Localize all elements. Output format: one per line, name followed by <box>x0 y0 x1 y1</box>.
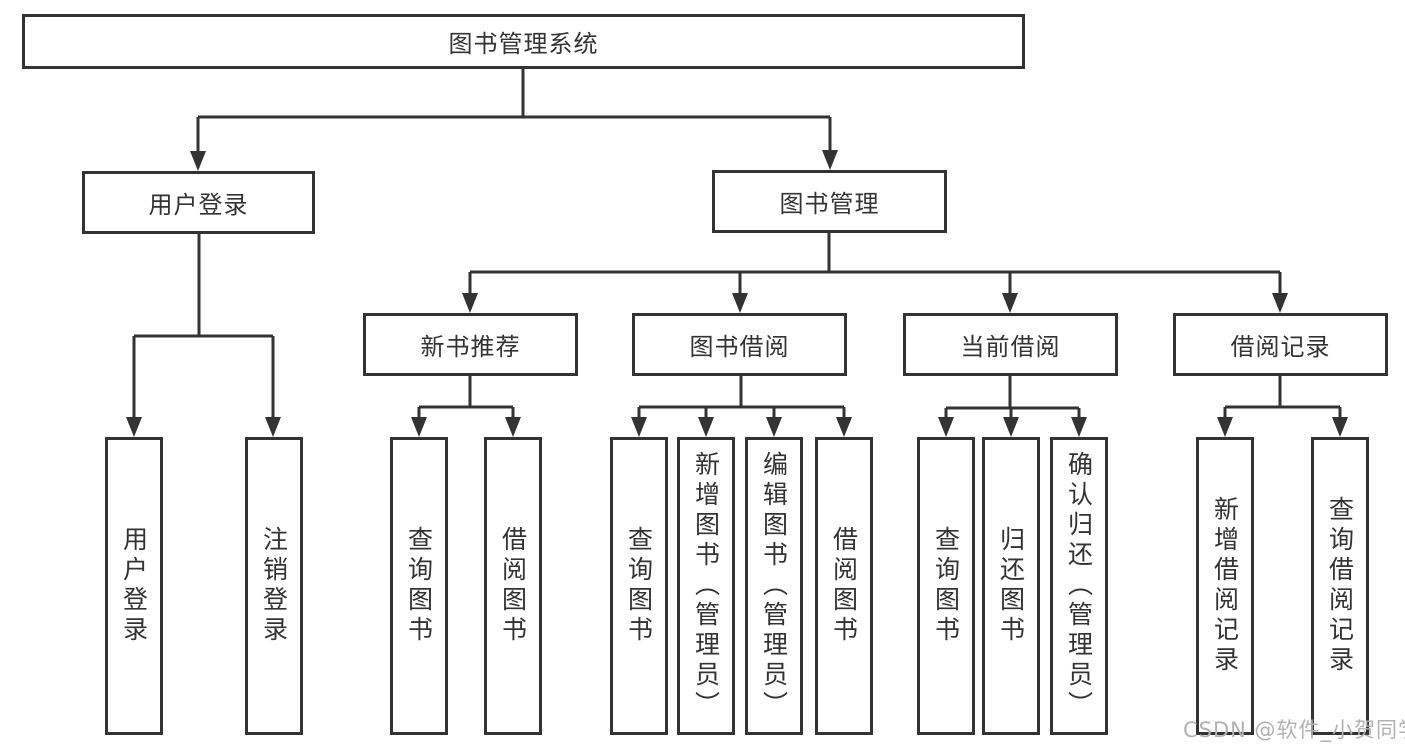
node-leaf-logout: 注销登录 <box>245 437 303 735</box>
node-leaf-confirm-return-admin: 确认归还（管理员） <box>1050 437 1108 735</box>
node-leaf-borrow-books-2: 借阅图书 <box>815 437 873 735</box>
node-current-borrowing: 当前借阅 <box>903 313 1118 376</box>
node-leaf-add-book-admin: 新增图书（管理员） <box>677 437 735 735</box>
node-library-system: 图书管理系统 <box>22 14 1025 69</box>
watermark: CSDN @软件_小贺同学 <box>1183 718 1405 742</box>
node-leaf-query-borrow-record: 查询借阅记录 <box>1311 437 1369 735</box>
node-new-book-recommend: 新书推荐 <box>363 313 578 376</box>
connector-shafts <box>132 68 1342 422</box>
node-leaf-user-login: 用户登录 <box>105 437 163 735</box>
node-leaf-return-book: 归还图书 <box>982 437 1040 735</box>
node-leaf-borrow-books-1: 借阅图书 <box>484 437 542 735</box>
node-leaf-edit-book-admin: 编辑图书（管理员） <box>745 437 803 735</box>
node-leaf-query-books-2: 查询图书 <box>610 437 668 735</box>
node-user-login: 用户登录 <box>82 171 315 234</box>
node-borrow-records: 借阅记录 <box>1173 313 1388 376</box>
arrowheads <box>126 150 1348 437</box>
node-leaf-query-books-1: 查询图书 <box>390 437 448 735</box>
node-leaf-query-books-3: 查询图书 <box>917 437 975 735</box>
node-leaf-add-borrow-record: 新增借阅记录 <box>1196 437 1254 735</box>
node-book-management: 图书管理 <box>712 170 947 233</box>
node-book-borrowing: 图书借阅 <box>632 313 847 376</box>
